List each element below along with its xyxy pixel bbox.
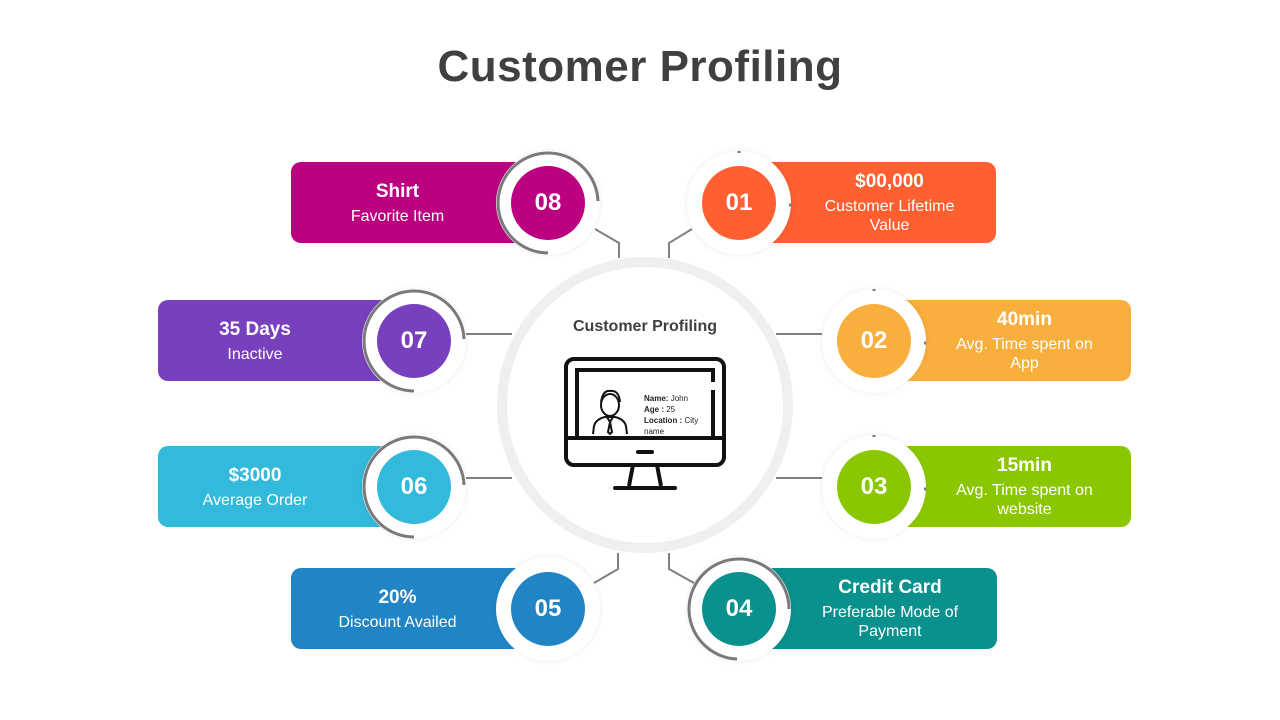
monitor-profile-icon — [564, 357, 726, 490]
badge-04: 04 — [702, 572, 776, 646]
card-value: $00,000 — [855, 171, 924, 192]
card-label: Discount Availed — [338, 613, 457, 631]
location-label: Location : — [644, 416, 683, 425]
card-label: Avg. Time spent on App — [956, 336, 1093, 372]
card-label: Average Order — [202, 491, 308, 509]
card-label: Avg. Time spent on website — [956, 482, 1093, 518]
card-value: 35 Days — [219, 318, 291, 340]
badge-05: 05 — [511, 572, 585, 646]
badge-06: 06 — [377, 450, 451, 524]
badge-02: 02 — [837, 304, 911, 378]
profile-details: Name: John Age : 25 Location : City name — [644, 393, 708, 437]
age-label: Age : — [644, 405, 664, 414]
card-label: Inactive — [227, 345, 283, 363]
card-value: 40min — [997, 309, 1052, 330]
card-label: Favorite Item — [350, 207, 445, 225]
name-label: Name: — [644, 394, 669, 403]
page-title: Customer Profiling — [437, 42, 843, 91]
badge-01: 01 — [702, 166, 776, 240]
badge-08: 08 — [511, 166, 585, 240]
card-value: $3000 — [228, 464, 282, 486]
card-value: 15min — [997, 455, 1052, 476]
badge-03: 03 — [837, 450, 911, 524]
name-value: John — [670, 394, 689, 403]
card-value: Shirt — [375, 180, 420, 202]
card-label: Customer Lifetime Value — [824, 198, 955, 234]
age-value: 25 — [666, 405, 676, 414]
card-value: Credit Card — [838, 577, 942, 598]
card-label: Preferable Mode of Payment — [821, 604, 959, 640]
center-circle — [497, 257, 793, 553]
location-value: City name — [644, 416, 699, 436]
badge-07: 07 — [377, 304, 451, 378]
center-title: Customer Profiling — [572, 318, 717, 335]
card-value: 20% — [378, 586, 417, 608]
